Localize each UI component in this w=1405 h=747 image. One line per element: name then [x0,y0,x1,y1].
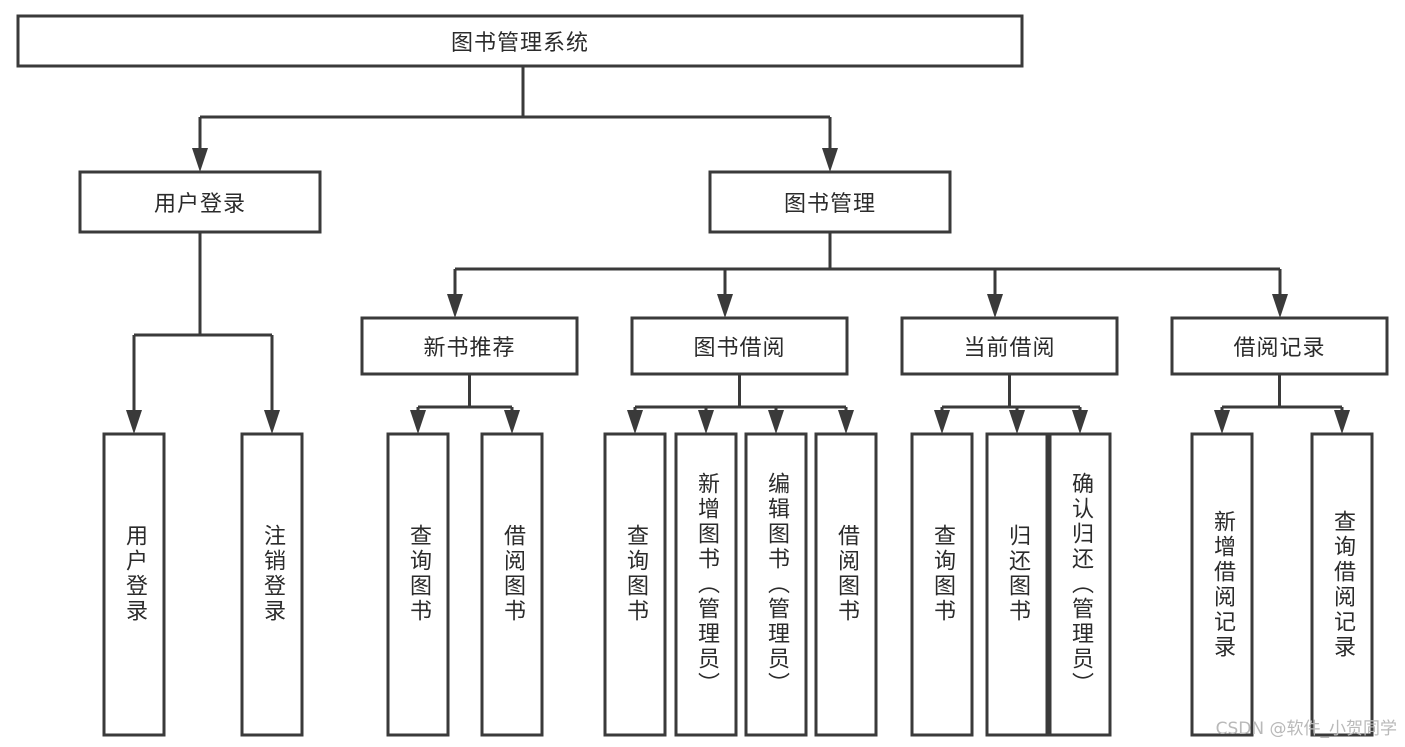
node-leaf-query-book-rec[interactable] [386,432,450,737]
arrow-head-icon [126,410,142,434]
arrow-head-icon [768,410,784,434]
arrow-head-icon [822,148,838,172]
arrow-head-icon [987,294,1003,318]
arrow-head-icon [1072,410,1088,434]
arrow-head-icon [717,294,733,318]
arrow-head-icon [264,410,280,434]
node-leaf-query-borrow-record[interactable] [1310,432,1374,737]
node-leaf-borrow-book[interactable] [814,432,878,737]
arrow-head-icon [1214,410,1230,434]
node-leaf-edit-book-admin[interactable] [744,432,808,737]
arrow-head-icon [627,410,643,434]
node-current-borrow[interactable] [900,316,1119,376]
node-leaf-user-login[interactable] [102,432,166,737]
arrow-head-icon [934,410,950,434]
arrow-head-icon [838,410,854,434]
node-book-manage[interactable] [708,170,952,234]
node-leaf-user-logout[interactable] [240,432,304,737]
boxes-group [16,14,1389,737]
node-leaf-borrow-book-rec[interactable] [480,432,544,737]
arrow-head-icon [1334,410,1350,434]
node-borrow-record[interactable] [1170,316,1389,376]
arrow-head-icon [504,410,520,434]
arrow-head-icon [447,294,463,318]
node-leaf-add-book-admin[interactable] [674,432,738,737]
node-book-borrow[interactable] [630,316,849,376]
node-root[interactable] [16,14,1024,68]
arrow-head-icon [1009,410,1025,434]
node-new-book-recommend[interactable] [360,316,579,376]
arrow-head-icon [410,410,426,434]
arrow-head-icon [698,410,714,434]
arrow-head-icon [1272,294,1288,318]
node-user-login[interactable] [78,170,322,234]
arrow-head-icon [192,148,208,172]
node-leaf-query-book-borrow[interactable] [603,432,667,737]
node-leaf-add-borrow-record[interactable] [1190,432,1254,737]
connectors-group [126,66,1350,434]
node-leaf-query-book-cur[interactable] [910,432,974,737]
node-leaf-confirm-return-admin[interactable] [1048,432,1112,737]
node-leaf-return-book[interactable] [985,432,1049,737]
